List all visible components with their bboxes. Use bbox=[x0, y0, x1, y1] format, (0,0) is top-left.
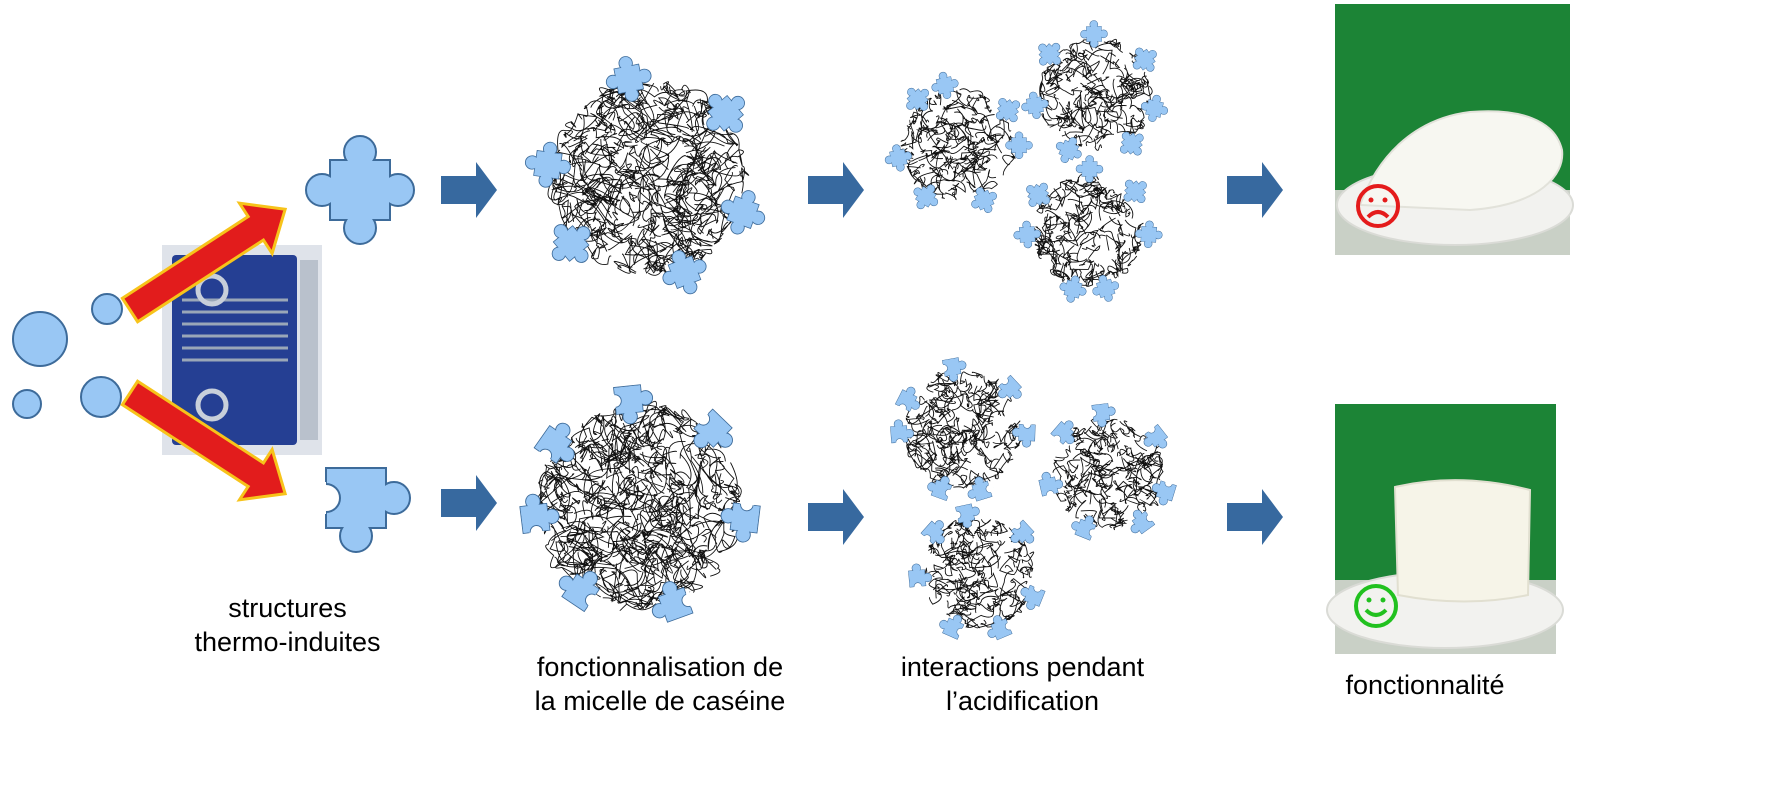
micelle-strands bbox=[537, 400, 742, 611]
result-photo-collapsed bbox=[1335, 4, 1574, 255]
flow-arrow bbox=[808, 162, 864, 218]
attached-protein-piece bbox=[1012, 219, 1042, 250]
micelle-strands bbox=[1052, 415, 1164, 531]
flow-arrow bbox=[1227, 489, 1283, 545]
micelle-interactions-functionalised bbox=[889, 356, 1178, 643]
caption-line: interactions pendant bbox=[900, 652, 1145, 682]
attached-protein-piece bbox=[605, 383, 656, 427]
caption-line: structures bbox=[228, 593, 347, 623]
attached-protein-piece bbox=[654, 242, 715, 302]
protein-large bbox=[12, 311, 68, 367]
attached-protein-piece bbox=[1112, 124, 1151, 163]
protein-medium bbox=[80, 376, 122, 418]
casein-micelle-native bbox=[521, 51, 773, 302]
micelle bbox=[518, 383, 762, 627]
attached-protein-piece bbox=[1075, 155, 1104, 183]
attached-protein-piece bbox=[1037, 468, 1066, 501]
attached-protein-piece bbox=[693, 80, 758, 146]
result-photo-stable bbox=[1326, 404, 1564, 654]
micelle bbox=[1037, 402, 1178, 543]
micelle bbox=[1019, 20, 1171, 169]
casein-micelle-functionalised bbox=[518, 383, 762, 627]
caption-line: fonctionnalité bbox=[1345, 670, 1505, 700]
attached-protein-piece bbox=[1122, 503, 1159, 538]
caption-line: la micelle de caséine bbox=[534, 686, 786, 716]
protein-tiny bbox=[12, 389, 42, 419]
flow-arrow bbox=[808, 489, 864, 545]
caption-line: fonctionnalisation de bbox=[536, 652, 784, 682]
micelle bbox=[882, 69, 1033, 219]
micelle bbox=[1012, 155, 1164, 306]
attached-protein-piece bbox=[950, 502, 983, 531]
native-piece bbox=[305, 135, 415, 245]
micelle bbox=[907, 502, 1048, 643]
frowning-face-icon bbox=[1356, 184, 1400, 228]
denatured-piece bbox=[309, 467, 411, 553]
attached-protein-piece bbox=[928, 69, 962, 102]
attached-protein-piece bbox=[1005, 131, 1033, 160]
attached-protein-piece bbox=[893, 383, 927, 419]
micelle-strands bbox=[1039, 36, 1153, 151]
attached-protein-piece bbox=[936, 609, 971, 642]
flow-arrow bbox=[441, 475, 497, 531]
micelle bbox=[521, 51, 773, 302]
caption-fonctionnalite: fonctionnalité bbox=[1330, 668, 1520, 702]
attached-protein-piece bbox=[1136, 420, 1172, 457]
protein-small bbox=[91, 293, 123, 325]
caption-interactions: interactions pendant l’acidification bbox=[885, 650, 1160, 718]
attached-protein-piece bbox=[1019, 89, 1051, 122]
attached-protein-piece bbox=[680, 403, 741, 464]
caption-line: l’acidification bbox=[945, 686, 1100, 716]
attached-protein-piece bbox=[1019, 175, 1058, 214]
attached-protein-piece bbox=[1088, 271, 1123, 306]
micelle bbox=[889, 356, 1036, 504]
caption-fonctionnalisation: fonctionnalisation de la micelle de casé… bbox=[515, 650, 805, 718]
attached-protein-piece bbox=[1134, 219, 1164, 249]
micelle-strands bbox=[905, 371, 1024, 489]
micelle-strands bbox=[1031, 171, 1145, 287]
attached-protein-piece bbox=[906, 177, 945, 216]
flow-arrow bbox=[441, 162, 497, 218]
smiling-face-icon bbox=[1354, 584, 1398, 628]
attached-protein-piece bbox=[907, 562, 934, 592]
attached-protein-piece bbox=[963, 473, 997, 504]
flow-arrow bbox=[1227, 162, 1283, 218]
native-proteins bbox=[12, 293, 123, 419]
attached-protein-piece bbox=[1138, 91, 1171, 125]
caption-line: thermo-induites bbox=[194, 627, 381, 657]
attached-protein-piece bbox=[1080, 20, 1108, 48]
attached-protein-piece bbox=[1068, 510, 1103, 543]
caption-structures: structures thermo-induites bbox=[175, 591, 400, 659]
attached-protein-piece bbox=[1030, 34, 1069, 74]
micelle-strands bbox=[900, 88, 1016, 201]
micelle-interactions-native bbox=[882, 20, 1171, 306]
